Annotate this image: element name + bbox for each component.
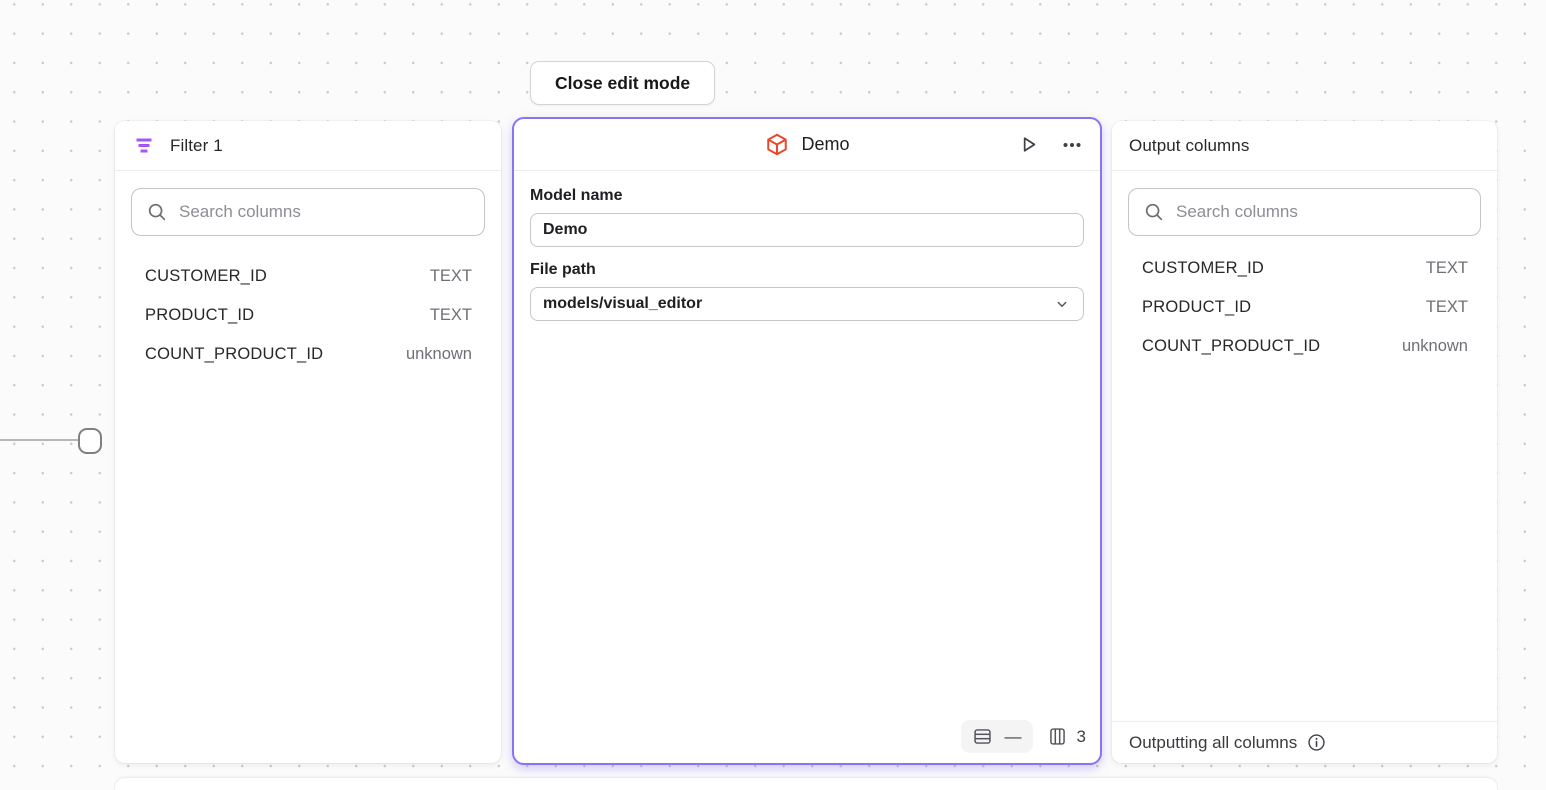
rows-icon: [972, 726, 993, 747]
column-name: PRODUCT_ID: [1142, 298, 1252, 316]
column-name: COUNT_PRODUCT_ID: [1142, 337, 1321, 355]
column-type: TEXT: [1425, 259, 1468, 277]
column-type: TEXT: [429, 267, 472, 285]
column-count-value: 3: [1076, 726, 1086, 746]
column-name: PRODUCT_ID: [145, 306, 255, 324]
filter-node-panel[interactable]: Filter 1 CUSTOMER_ID TEXT PRODUCT_ID TEX…: [115, 121, 501, 763]
output-panel-footer: Outputting all columns: [1112, 721, 1497, 763]
output-search-input[interactable]: [1176, 202, 1466, 222]
column-type: unknown: [1401, 337, 1468, 355]
output-columns-panel[interactable]: Output columns CUSTOMER_ID TEXT PRODUCT_…: [1112, 121, 1497, 763]
model-panel-body: Model name File path models/visual_edito…: [514, 171, 1100, 321]
file-path-value: models/visual_editor: [543, 295, 703, 312]
filter-search-input[interactable]: [179, 202, 470, 222]
column-row[interactable]: CUSTOMER_ID TEXT: [131, 257, 485, 296]
filter-icon: [132, 134, 156, 158]
outputting-all-columns-text: Outputting all columns: [1129, 732, 1298, 752]
model-name-field[interactable]: [530, 213, 1084, 247]
filter-column-list: CUSTOMER_ID TEXT PRODUCT_ID TEXT COUNT_P…: [115, 236, 501, 374]
output-panel-header: Output columns: [1112, 121, 1497, 171]
model-panel-header: Demo: [514, 119, 1100, 171]
run-model-button[interactable]: [1017, 133, 1040, 156]
row-count-value: —: [1004, 727, 1022, 746]
model-cube-icon: [764, 132, 789, 157]
filter-search-box[interactable]: [131, 188, 485, 236]
model-name-input[interactable]: [543, 221, 1071, 239]
filter-panel-header: Filter 1: [115, 121, 501, 171]
chevron-down-icon: [1053, 295, 1071, 313]
output-panel-title: Output columns: [1129, 135, 1250, 155]
model-node-panel[interactable]: Demo: [512, 117, 1102, 765]
column-name: CUSTOMER_ID: [145, 267, 267, 285]
close-edit-mode-button[interactable]: Close edit mode: [530, 61, 716, 105]
output-search-box[interactable]: [1128, 188, 1481, 236]
filter-panel-title: Filter 1: [170, 135, 223, 155]
columns-icon: [1047, 726, 1068, 747]
model-panel-title: Demo: [801, 134, 850, 154]
play-icon: [1017, 133, 1040, 156]
column-name: CUSTOMER_ID: [1142, 259, 1264, 277]
more-options-button[interactable]: [1060, 133, 1084, 157]
model-panel-footer: — 3: [960, 720, 1086, 753]
connection-handle[interactable]: [78, 428, 102, 454]
column-row[interactable]: CUSTOMER_ID TEXT: [1128, 249, 1481, 288]
bottom-results-panel[interactable]: [115, 778, 1497, 790]
file-path-select[interactable]: models/visual_editor: [530, 287, 1084, 321]
column-type: TEXT: [429, 306, 472, 324]
column-type: TEXT: [1425, 298, 1468, 316]
file-path-label: File path: [530, 261, 596, 278]
column-row[interactable]: COUNT_PRODUCT_ID unknown: [1128, 327, 1481, 366]
column-row[interactable]: PRODUCT_ID TEXT: [131, 296, 485, 335]
search-icon: [146, 201, 168, 223]
row-count-toggle[interactable]: —: [960, 720, 1033, 753]
info-icon[interactable]: [1306, 732, 1327, 753]
column-type: unknown: [405, 345, 472, 363]
ellipsis-icon: [1060, 133, 1084, 157]
column-name: COUNT_PRODUCT_ID: [145, 345, 324, 363]
column-row[interactable]: PRODUCT_ID TEXT: [1128, 288, 1481, 327]
model-name-label: Model name: [530, 187, 623, 204]
connector-edge: [0, 439, 79, 441]
column-count-indicator[interactable]: 3: [1047, 726, 1086, 747]
column-row[interactable]: COUNT_PRODUCT_ID unknown: [131, 335, 485, 374]
output-column-list: CUSTOMER_ID TEXT PRODUCT_ID TEXT COUNT_P…: [1112, 236, 1497, 366]
search-icon: [1143, 201, 1165, 223]
